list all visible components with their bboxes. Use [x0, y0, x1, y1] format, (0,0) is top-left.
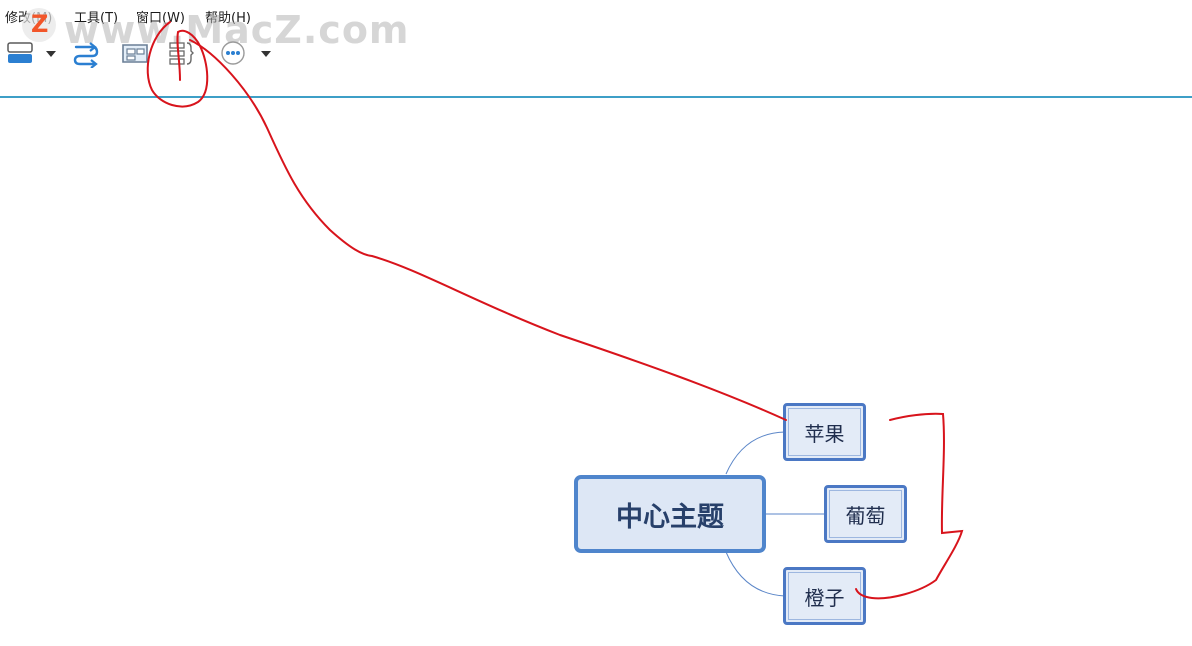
toolbar	[0, 30, 1192, 94]
layout-icon	[7, 42, 56, 63]
watermark-logo	[22, 8, 56, 42]
central-topic[interactable]: 中心主题	[574, 475, 766, 553]
layout-button[interactable]	[4, 38, 60, 68]
boundary-icon	[122, 44, 148, 63]
more-button[interactable]	[216, 38, 276, 68]
summary-button[interactable]	[166, 38, 196, 68]
topic-apple[interactable]: 苹果	[783, 403, 866, 461]
relationship-icon	[73, 42, 99, 68]
boundary-button[interactable]	[118, 38, 152, 68]
summary-icon	[169, 42, 194, 65]
menu-tools[interactable]: 工具(T)	[74, 11, 119, 26]
topic-label: 葡萄	[845, 503, 886, 528]
relationship-button[interactable]	[70, 38, 102, 68]
topic-orange[interactable]: 橙子	[783, 567, 866, 625]
topic-label: 橙子	[804, 585, 845, 610]
menu-help[interactable]: 帮助(H)	[205, 11, 251, 26]
topic-grape[interactable]: 葡萄	[824, 485, 907, 543]
watermark-logo-letter: Z	[31, 10, 49, 38]
central-topic-label: 中心主题	[616, 501, 724, 533]
mindmap-canvas[interactable]	[0, 98, 1192, 646]
more-icon	[221, 41, 271, 65]
topic-label: 苹果	[804, 421, 845, 446]
